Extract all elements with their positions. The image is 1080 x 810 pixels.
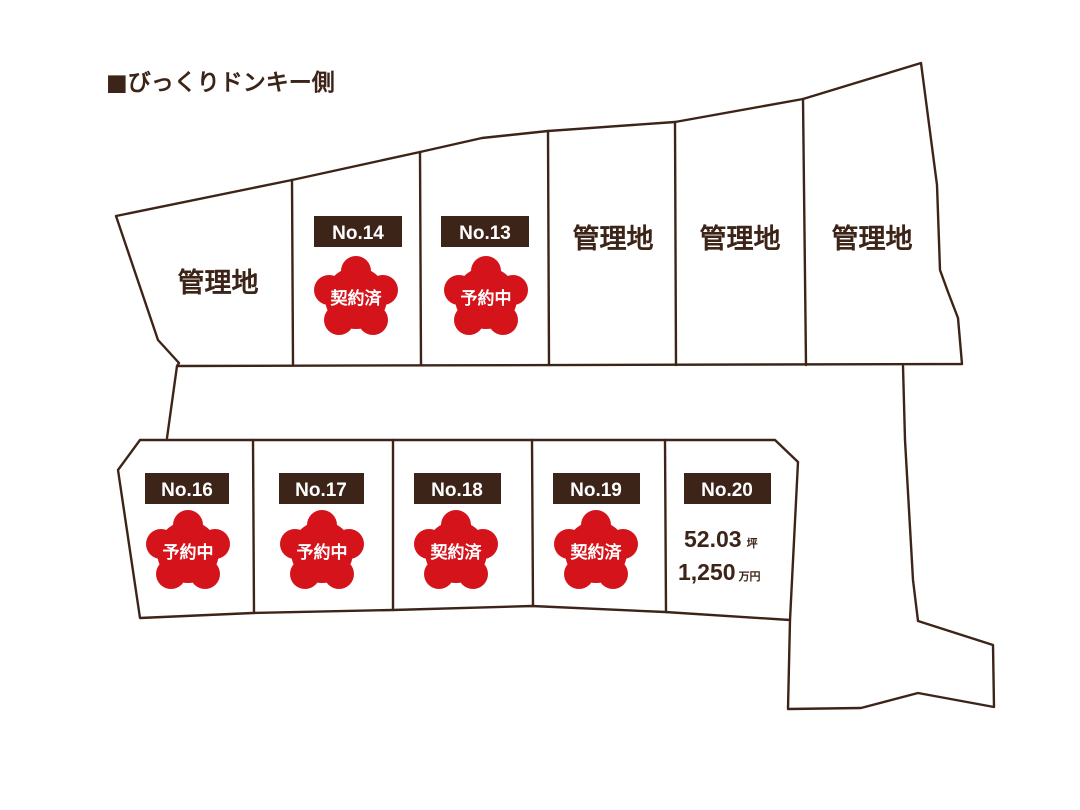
lot-number-badge [553, 473, 640, 504]
status-stamp: 予約中 [146, 510, 230, 589]
status-label: 契約済 [330, 288, 383, 309]
status-label: 予約中 [297, 542, 348, 563]
lot-number: No.14 [332, 223, 384, 244]
lot-number: No.13 [459, 223, 511, 244]
upper-divider-2 [418, 150, 423, 367]
lower-divider-1 [251, 438, 256, 615]
lot-no14[interactable]: No.14 契約済 [314, 216, 402, 335]
lot-label-kanrichi: 管理地 [832, 224, 913, 255]
lot-label-kanrichi: 管理地 [178, 268, 259, 299]
status-label: 予約中 [163, 542, 214, 563]
upper-divider-5 [801, 97, 808, 367]
status-label: 予約中 [461, 288, 512, 309]
status-stamp: 契約済 [314, 256, 398, 335]
lot-number: No.19 [570, 480, 622, 501]
lot-no19[interactable]: No.19 契約済 [553, 473, 640, 589]
lot-label-kanrichi: 管理地 [700, 224, 781, 255]
lot-number-badge [684, 473, 771, 504]
lot-number: No.20 [701, 480, 753, 501]
upper-divider-3 [546, 129, 551, 367]
lot-no17[interactable]: No.17 予約中 [279, 473, 364, 589]
lot-label-kanrichi: 管理地 [573, 224, 654, 255]
map-title: ■びっくりドンキー側 [106, 70, 335, 96]
upper-block-outline [114, 61, 964, 368]
lot-number: No.17 [295, 480, 347, 501]
lot-number: No.16 [161, 480, 213, 501]
upper-divider-4 [673, 120, 678, 367]
lot-no18[interactable]: No.18 契約済 [414, 473, 501, 589]
lot-number-badge [279, 473, 364, 504]
lower-divider-4 [663, 438, 668, 614]
status-stamp: 予約中 [280, 510, 364, 589]
status-label: 契約済 [430, 542, 483, 563]
lot-number-badge [441, 216, 529, 247]
lot-number-badge [314, 216, 402, 247]
road-outline [165, 364, 996, 711]
lot-number: No.18 [431, 480, 483, 501]
lot-no13[interactable]: No.13 予約中 [441, 216, 529, 335]
lot-number-badge [145, 473, 229, 504]
status-stamp: 契約済 [554, 510, 638, 589]
lower-divider-3 [530, 438, 535, 608]
status-stamp: 契約済 [414, 510, 498, 589]
status-label: 契約済 [570, 542, 623, 563]
upper-divider-1 [290, 178, 295, 366]
status-stamp: 予約中 [444, 256, 528, 335]
lot-number-badge [414, 473, 501, 504]
lot-no16[interactable]: No.16 予約中 [145, 473, 230, 589]
